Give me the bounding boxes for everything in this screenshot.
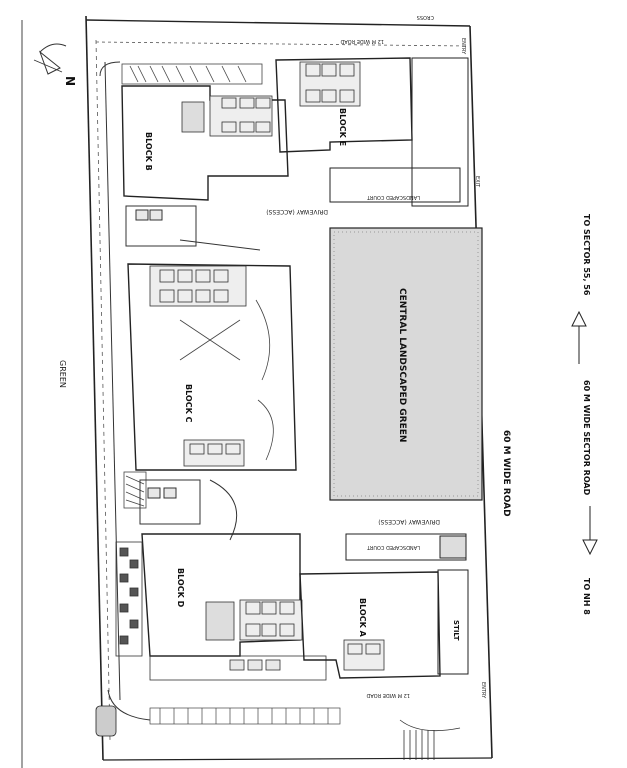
corner-top-label: CROSS bbox=[417, 14, 434, 20]
exit-top-label: EXIT bbox=[474, 176, 480, 188]
road-top-right-label: 12 M WIDE ROAD bbox=[340, 38, 384, 44]
road-60m-label: 60 M WIDE ROAD bbox=[501, 430, 511, 517]
sector-road-label: 60 M WIDE SECTOR ROAD bbox=[582, 380, 591, 496]
to-sector-label: TO SECTOR 55, 56 bbox=[582, 214, 591, 296]
arrow-up-icon bbox=[571, 310, 587, 364]
top-road-line bbox=[95, 41, 469, 47]
block-d-left-strip bbox=[115, 541, 143, 657]
block-d-label: BLOCK D bbox=[176, 568, 185, 608]
stilt-label: STILT bbox=[452, 620, 460, 641]
block-b-outline bbox=[121, 85, 289, 201]
arrow-down-icon bbox=[582, 506, 598, 556]
block-d-core bbox=[205, 599, 303, 641]
central-green-label: CENTRAL LANDSCAPED GREEN bbox=[397, 288, 407, 442]
block-e-extension bbox=[329, 57, 469, 207]
hatch-mid-left bbox=[123, 471, 147, 509]
block-e-label: BLOCK E bbox=[338, 108, 347, 146]
road-dash-line bbox=[95, 39, 111, 741]
block-c-label: BLOCK C bbox=[184, 384, 193, 423]
entrance-island bbox=[399, 719, 461, 760]
road-curve-top bbox=[99, 61, 121, 77]
road-bottom-right-label: 12 M WIDE ROAD bbox=[366, 692, 410, 698]
block-e-core bbox=[299, 61, 361, 107]
driveway-top-label: DRIVEWAY (ACCESS) bbox=[266, 208, 328, 215]
north-arrow-icon bbox=[33, 43, 67, 75]
block-a-label: BLOCK A bbox=[358, 598, 367, 638]
site-left-boundary bbox=[85, 15, 104, 761]
block-b-label: BLOCK B bbox=[144, 132, 153, 171]
inner-road-edge bbox=[104, 61, 121, 701]
block-c-core bbox=[149, 265, 247, 467]
connector-cd bbox=[139, 479, 238, 541]
block-a-core bbox=[343, 639, 385, 671]
landscaped-court-top-label: LANDSCAPED COURT bbox=[366, 194, 420, 200]
site-top-boundary bbox=[85, 19, 471, 27]
block-c-inner bbox=[179, 299, 274, 461]
car-icon bbox=[95, 705, 117, 737]
block-e-outline bbox=[275, 57, 413, 153]
road-curve-bottom bbox=[107, 689, 151, 721]
landscaped-court-bottom-label: LANDSCAPED COURT bbox=[366, 544, 420, 550]
to-nh8-label: TO NH 8 bbox=[582, 578, 591, 615]
block-b-hatch bbox=[121, 63, 263, 85]
entry-top-label: ENTRY bbox=[460, 38, 466, 55]
green-left-label: GREEN bbox=[58, 360, 67, 388]
connector-bc bbox=[125, 205, 261, 251]
block-c-outline bbox=[127, 263, 297, 471]
block-d-bottom bbox=[149, 655, 327, 681]
parking-strip bbox=[149, 707, 341, 725]
block-a-extension bbox=[345, 533, 469, 675]
north-label: N bbox=[63, 76, 77, 86]
entry-bottom-label: ENTRY bbox=[480, 682, 486, 699]
central-green bbox=[329, 227, 483, 501]
block-b-core bbox=[181, 95, 273, 137]
green-dots bbox=[333, 231, 479, 497]
site-bottom-boundary bbox=[102, 757, 493, 761]
driveway-bottom-label: DRIVEWAY (ACCESS) bbox=[378, 518, 440, 525]
